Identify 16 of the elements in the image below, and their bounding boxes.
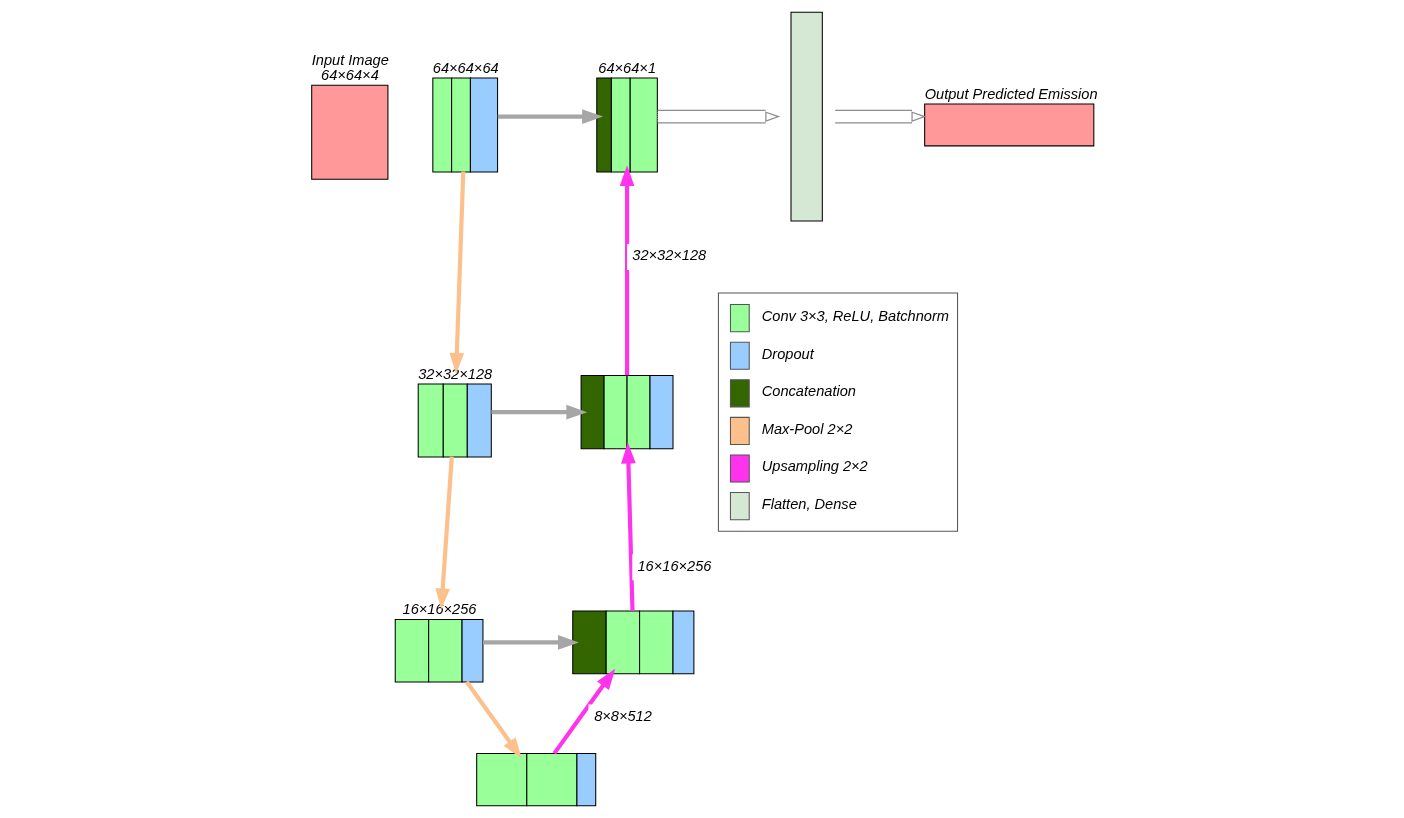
node-label: Output Predicted Emission	[924, 86, 1098, 103]
edge-label: 32×32×128	[631, 247, 706, 264]
node-label: 16×16×256	[402, 601, 476, 618]
node-label: 32×32×128	[417, 365, 492, 382]
edge-label: 16×16×256	[637, 557, 711, 574]
legend-label: Conv 3×3, ReLU, Batchnorm	[761, 307, 949, 324]
legend-label: Dropout	[761, 345, 814, 362]
node-label: 64×64×4	[320, 67, 379, 84]
node-label: 64×64×1	[597, 59, 656, 76]
legend-label: Upsampling 2×2	[761, 458, 868, 475]
node-label: Input Image	[311, 51, 389, 68]
edge-label: 8×8×512	[593, 707, 652, 724]
legend-label: Concatenation	[761, 383, 856, 400]
legend-label: Flatten, Dense	[761, 495, 857, 512]
legend-label: Max-Pool 2×2	[761, 420, 852, 437]
node-label: 64×64×64	[432, 59, 499, 76]
